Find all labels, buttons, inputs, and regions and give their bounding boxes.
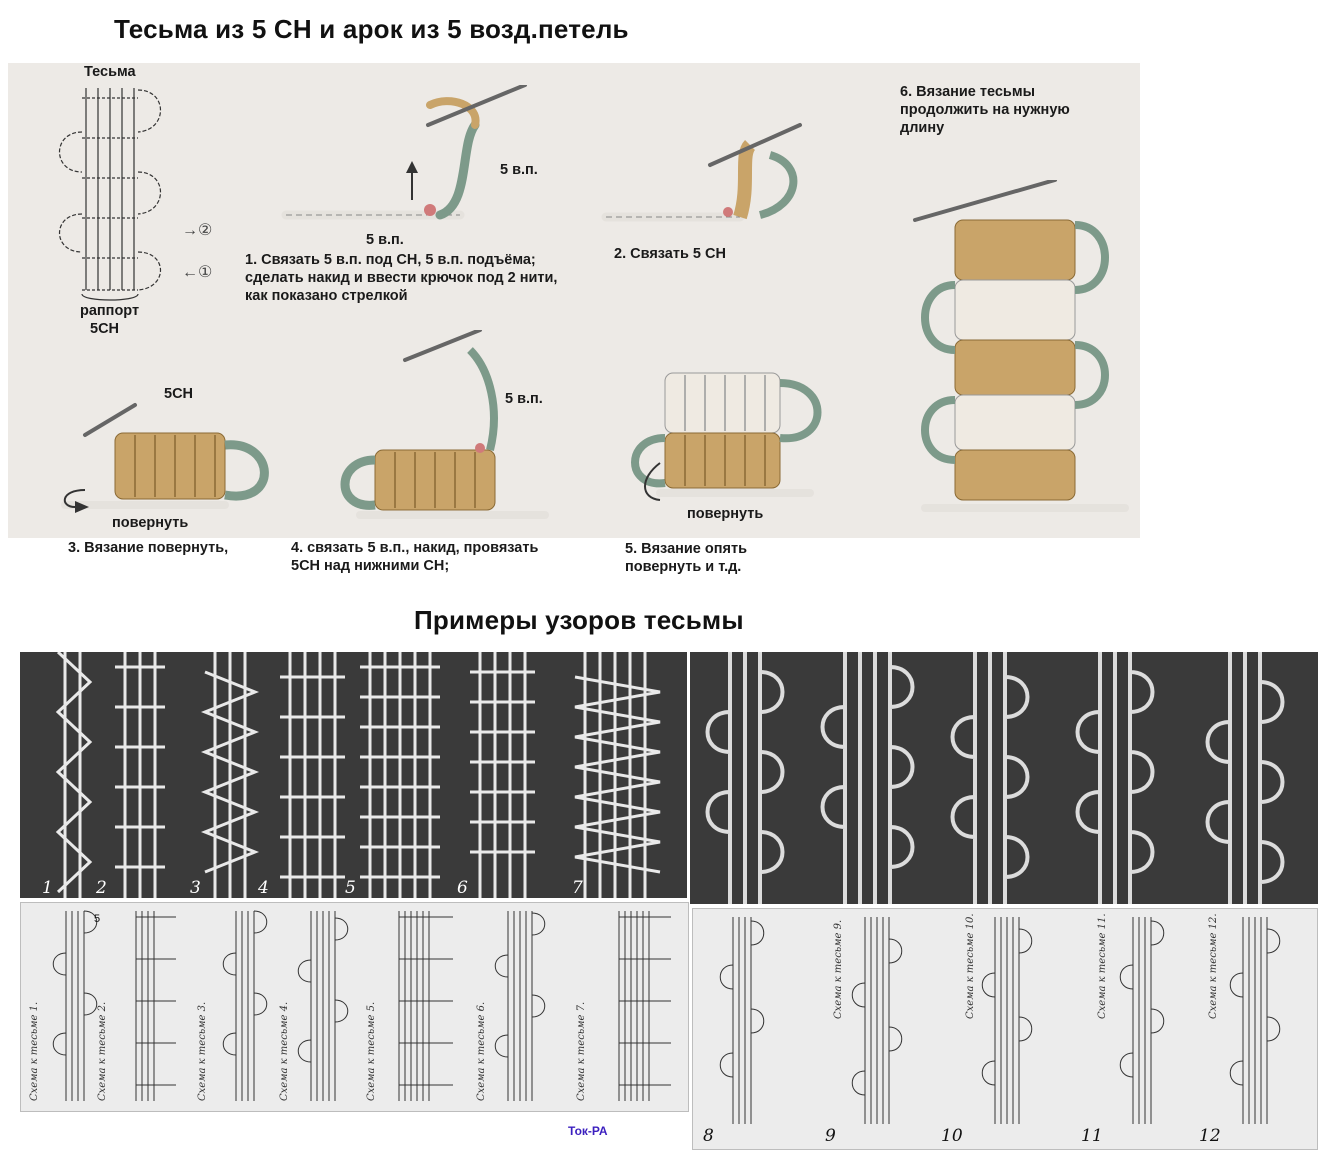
braid-scheme <box>58 88 162 301</box>
photo-number-6: 6 <box>457 878 468 898</box>
photo-number-2: 2 <box>96 878 107 898</box>
photo-number-1: 1 <box>42 878 53 898</box>
step3-turn: повернуть <box>112 515 189 531</box>
step3-text: 3. Вязание повернуть, <box>68 540 229 556</box>
step6-illustration <box>913 180 1129 512</box>
schema-number-10: 10 <box>941 1126 963 1146</box>
schema-strip-1-diagrams <box>52 910 671 1101</box>
schema-caption-7: Схема к тесьме 7. <box>576 1001 587 1101</box>
photo-number-5: 5 <box>345 878 356 898</box>
schema-caption-1: Схема к тесьме 1. <box>29 1001 40 1101</box>
rapport-label: раппорт <box>80 303 140 319</box>
photo-strip-1: 1 2 3 4 5 6 7 <box>20 652 687 898</box>
step5-turn: повернуть <box>687 506 764 522</box>
schema-caption-4: Схема к тесьме 4. <box>279 1001 290 1101</box>
rapport-count: 5СН <box>90 321 120 337</box>
schema-caption-3: Схема к тесьме 3. <box>197 1001 208 1101</box>
step5-illustration <box>631 372 822 501</box>
step1-vp-b: 5 в.п. <box>366 232 404 248</box>
schema-number-11: 11 <box>1081 1126 1103 1146</box>
step4-vp: 5 в.п. <box>505 391 543 407</box>
schema-number-9: 9 <box>825 1126 836 1146</box>
schema-number-8: 8 <box>703 1126 714 1146</box>
photo-strip-2 <box>690 652 1318 904</box>
signature: Ток-РА <box>568 1124 608 1138</box>
step1-illustration <box>281 85 527 220</box>
schema-caption-2: Схема к тесьме 2. <box>97 1001 108 1101</box>
scheme-label: Тесьма <box>84 64 136 80</box>
step3-illustration <box>61 403 269 513</box>
schema-caption-11: Схема к тесьме 11. <box>1097 913 1108 1019</box>
step3-label: 5СН <box>164 386 194 402</box>
schema-caption-12: Схема к тесьме 12. <box>1208 913 1219 1019</box>
schema-caption-9: Схема к тесьме 9. <box>833 919 844 1019</box>
schema-strip-2-diagrams <box>719 917 1281 1124</box>
arrow-2-icon: →② <box>182 222 213 239</box>
main-title: Тесьма из 5 СН и арок из 5 возд.петель <box>114 14 629 44</box>
step1-vp-a: 5 в.п. <box>500 162 538 178</box>
schema-caption-10: Схема к тесьме 10. <box>965 913 976 1019</box>
schema-arc-label: 5 <box>94 913 101 925</box>
step4-illustration <box>340 330 549 519</box>
schema-strip-1: 5 Схема к тесьме 1. Схема к тесьме 2. Сх… <box>20 902 689 1112</box>
examples-title: Примеры узоров тесьмы <box>414 605 744 635</box>
photo-strip-1-braids <box>55 652 661 898</box>
step2-text: 2. Связать 5 СН <box>614 246 726 262</box>
schema-strip-2: Схема к тесьме 9. Схема к тесьме 10. Схе… <box>692 908 1318 1150</box>
arrow-1-icon: ←① <box>182 264 213 281</box>
schema-caption-5: Схема к тесьме 5. <box>366 1001 377 1101</box>
photo-number-3: 3 <box>190 878 201 898</box>
photo-number-4: 4 <box>258 878 269 898</box>
schema-number-12: 12 <box>1199 1126 1221 1146</box>
step2-illustration <box>601 123 802 222</box>
photo-number-7: 7 <box>572 878 583 898</box>
photo-strip-2-braids <box>705 652 1285 904</box>
step1-text: 1. Связать 5 в.п. под СН, 5 в.п. подъёма… <box>245 252 558 304</box>
schema-caption-6: Схема к тесьме 6. <box>476 1001 487 1101</box>
